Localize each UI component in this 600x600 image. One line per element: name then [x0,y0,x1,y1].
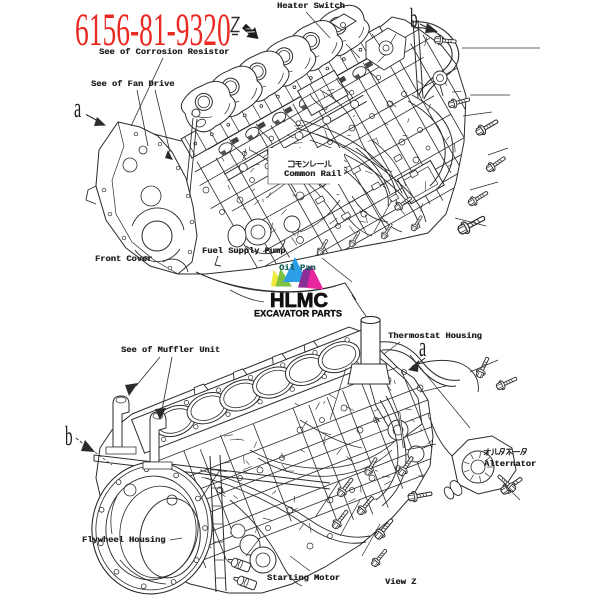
svg-text:EXCAVATOR PARTS: EXCAVATOR PARTS [254,309,342,319]
svg-text:HLMC: HLMC [270,290,328,312]
